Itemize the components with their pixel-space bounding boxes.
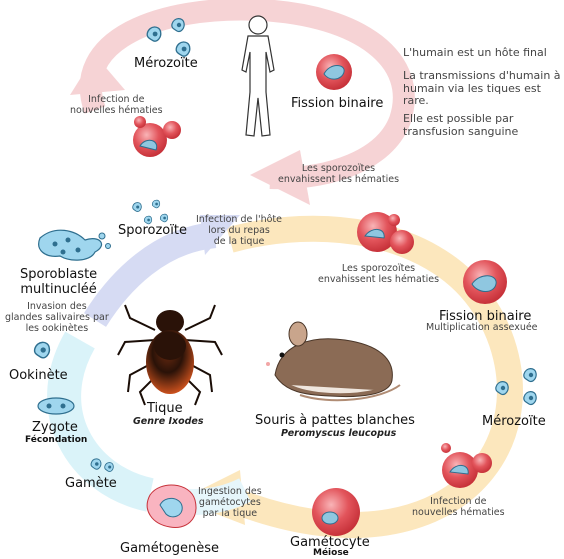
zygote-label: Zygote — [32, 420, 78, 435]
gland-invasion-label: Invasion des glandes salivaires par les … — [5, 301, 109, 335]
gametocyte-ingestion-label: Ingestion des gamétocytes par la tique — [198, 486, 262, 520]
mouse-label: Souris à pattes blanches — [255, 413, 415, 428]
sporozoite-label: Sporozoïte — [118, 223, 187, 238]
mouse-illustration — [266, 321, 401, 402]
ingestion-line3: par la tique — [202, 507, 258, 519]
host-infection-line3: de la tique — [213, 235, 265, 247]
mouse-sporozoites-invade-label: Les sporozoïtes envahissent les hématies — [318, 263, 440, 286]
tick-label: Tique — [147, 401, 183, 416]
host-infection-line2: lors du repas — [208, 224, 270, 236]
human-note-final-host: L'humain est un hôte final — [403, 46, 547, 59]
ookinete-label: Ookinète — [9, 368, 68, 383]
human-figure — [241, 15, 275, 137]
sporoblast-label: Sporoblaste multinucléé — [20, 267, 98, 298]
ingestion-line1: Ingestion des — [198, 486, 262, 497]
sporoblast-line1: Sporoblaste — [20, 267, 98, 282]
gland-invasion-line1: Invasion des — [27, 301, 87, 312]
zygote-shape — [37, 397, 75, 415]
mouse-merozoite-label: Mérozoïte — [482, 414, 546, 429]
mouse-fission-label: Fission binaire — [439, 309, 532, 324]
sporozoites — [132, 199, 169, 225]
human-infection-line2: nouvelles hématies — [70, 104, 163, 116]
gland-invasion-line2: glandes salivaires par — [5, 311, 109, 323]
fertilization-label: Fécondation — [25, 435, 88, 445]
human-sporozoites-invade-label: Les sporozoïtes envahissent les hématies — [278, 163, 400, 186]
gland-invasion-line3: les ookinètes — [25, 322, 89, 334]
human-rbc-group — [133, 54, 352, 157]
meiosis-label: Méiose — [313, 548, 349, 558]
mouse-rbc-group — [312, 212, 507, 536]
gametocyte-label: Gamétocyte — [290, 535, 370, 550]
mouse-species-label: Peromyscus leucopus — [281, 428, 397, 439]
ookinete-shape — [33, 341, 51, 359]
mouse-infection-line2: nouvelles hématies — [412, 506, 505, 518]
human-cycle-arrow — [70, 0, 415, 205]
host-infection-line1: Infection de l'hôte — [196, 214, 283, 225]
human-infection-label: Infection de nouvelles hématies — [70, 94, 163, 117]
gametogenesis-label: Gamétogenèse — [120, 541, 220, 556]
mouse-infection-label: Infection de nouvelles hématies — [412, 496, 505, 519]
human-note-transmission: La transmissions d'humain à humain via l… — [403, 69, 561, 108]
sporoblast-line2: multinucléé — [20, 281, 97, 297]
mouse-infection-line1: Infection de — [430, 496, 487, 507]
human-note-transfusion: Elle est possible par transfusion sangui… — [403, 112, 519, 138]
human-infection-line1: Infection de — [88, 94, 145, 105]
asexual-label: Multiplication assexuée — [426, 322, 538, 333]
human-merozoite-label: Mérozoïte — [134, 56, 198, 71]
mouse-sporozoites-line2: envahissent les hématies — [318, 273, 440, 285]
human-fission-label: Fission binaire — [291, 96, 384, 111]
mouse-sporozoites-line1: Les sporozoïtes — [341, 263, 416, 274]
human-sporozoites-line2: envahissent les hématies — [278, 173, 400, 185]
gametogenesis-cell — [146, 484, 197, 529]
tick-illustration — [117, 304, 223, 406]
host-infection-label: Infection de l'hôte lors du repas de la … — [196, 214, 283, 248]
human-sporozoites-line1: Les sporozoïtes — [301, 163, 376, 174]
ingestion-line2: gamétocytes — [198, 496, 261, 508]
gamete-label: Gamète — [65, 476, 117, 491]
tick-genus-label: Genre Ixodes — [133, 416, 204, 427]
sporoblast — [38, 229, 111, 261]
